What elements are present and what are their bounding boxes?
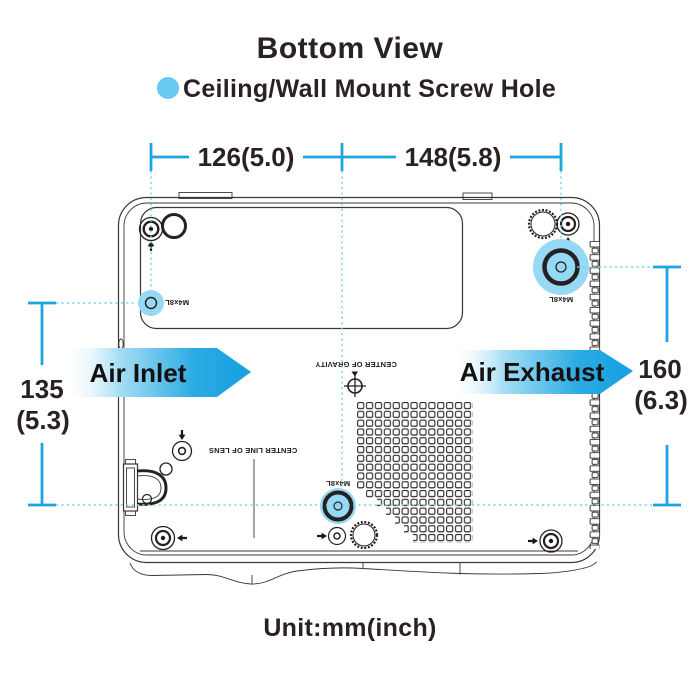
dimension-160-inch-label: (6.3) — [634, 385, 687, 415]
dimension-135-inch-label: (5.3) — [16, 405, 69, 435]
air-inlet-banner: Air Inlet — [62, 348, 251, 397]
top-tab — [178, 192, 233, 199]
hinge-bracket — [122, 459, 173, 516]
rubber-foot-top-left — [161, 213, 187, 239]
screw-mid-left — [171, 430, 193, 462]
mount-screw-hole-bottom-center: M4x8L — [320, 479, 356, 524]
center-line-of-lens-label: CENTER LINE OF LENS — [209, 446, 297, 455]
side-vents — [589, 241, 600, 549]
screw-spec-label: M4x8L — [326, 479, 351, 488]
dimension-160-label: 160 — [638, 354, 681, 384]
screw-bottom-center — [317, 526, 347, 546]
air-inlet-label: Air Inlet — [90, 358, 187, 388]
center-line-of-lens: CENTER LINE OF LENS — [209, 446, 297, 538]
unit-note: Unit:mm(inch) — [263, 614, 436, 642]
legend-label: Ceiling/Wall Mount Screw Hole — [183, 75, 556, 103]
bottom-silhouette — [129, 561, 598, 585]
arrow-left-icon — [177, 534, 187, 542]
screw-bottom-left — [150, 525, 187, 551]
legend: Ceiling/Wall Mount Screw Hole — [157, 75, 556, 103]
top-tab — [462, 192, 493, 200]
page-title: Bottom View — [257, 32, 444, 65]
mount-screw-hole-top-left: M4x8L — [138, 290, 189, 316]
center-of-gravity-label: CENTER OF GRAVITY — [315, 360, 397, 369]
projection-lines — [56, 171, 652, 506]
dimension-left: 135 (5.3) — [16, 301, 70, 507]
screw-spec-label: M4x8L — [549, 295, 574, 304]
arrow-right-icon — [528, 537, 538, 545]
arrow-up-icon — [147, 241, 155, 251]
air-exhaust-label: Air Exhaust — [460, 357, 605, 387]
mount-screw-hole-top-right: M4x8L — [533, 239, 589, 304]
dimension-135-label: 135 — [20, 374, 63, 404]
air-inlet-arrow-icon — [62, 348, 251, 397]
center-of-gravity-marker: CENTER OF GRAVITY — [315, 360, 397, 397]
arrow-right-icon — [317, 532, 327, 540]
arrow-down-icon — [178, 430, 186, 440]
adjustable-foot-top-right — [527, 208, 559, 240]
screw-bottom-right — [528, 529, 563, 553]
stand-loop — [136, 469, 168, 506]
edge-notch — [118, 338, 124, 350]
air-exhaust-arrow-icon — [448, 350, 633, 394]
air-exhaust-banner: Air Exhaust — [448, 350, 633, 394]
adjustable-foot-bottom-center — [349, 520, 379, 550]
dimension-top: 126(5.0) 148(5.8) — [149, 141, 563, 172]
vent-grid — [357, 402, 473, 543]
dimension-126-label: 126(5.0) — [198, 142, 295, 172]
dimension-148-label: 148(5.8) — [405, 142, 502, 172]
lamp-door-recess — [139, 206, 464, 330]
screw-spec-label: M4x8L — [165, 298, 190, 307]
screw-top-left — [138, 216, 164, 251]
screw-hole-legend-dot-icon — [157, 77, 179, 99]
arrow-down-icon — [351, 371, 359, 377]
dimension-right: 160 (6.3) — [634, 265, 688, 507]
